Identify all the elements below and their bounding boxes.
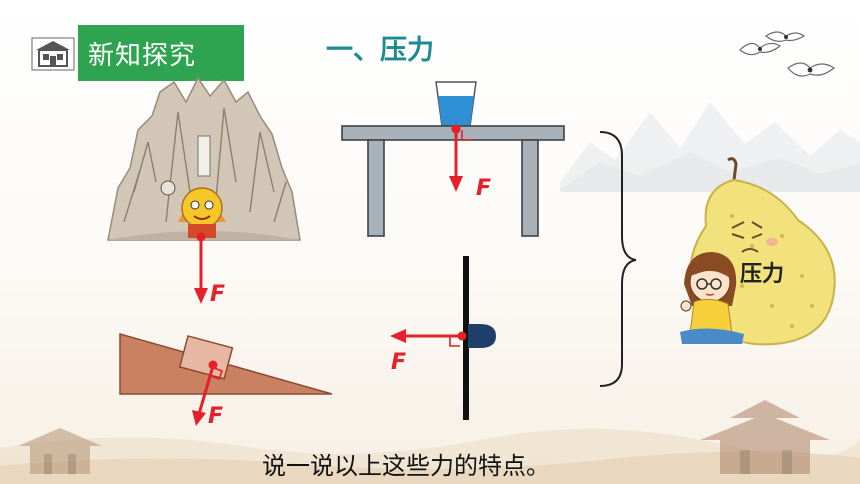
section-label: 新知探究 [88, 40, 197, 71]
force-label: F [476, 176, 492, 201]
table-cup-diagram [341, 81, 565, 237]
house-icon [31, 37, 75, 71]
page-title: 一、压力 [326, 35, 434, 66]
discussion-prompt: 说一说以上这些力的特点。 [262, 452, 550, 480]
concept-label: 压力 [740, 262, 785, 287]
wall-pushpin-diagram [390, 256, 496, 420]
right-brace [599, 131, 637, 387]
force-label: F [210, 282, 226, 307]
force-arrow-rock [194, 236, 208, 304]
force-label: F [391, 350, 407, 375]
mountain-wash-decoration [560, 102, 860, 192]
force-label: F [208, 404, 224, 429]
flying-cranes-icon [739, 31, 836, 77]
pear-girl-illustration [680, 157, 836, 346]
incline-block-diagram [119, 333, 333, 426]
section-badge: 新知探究 [78, 25, 244, 81]
pavilion-wash-decoration [0, 400, 860, 484]
rocky-mountain-illustration [107, 76, 301, 242]
